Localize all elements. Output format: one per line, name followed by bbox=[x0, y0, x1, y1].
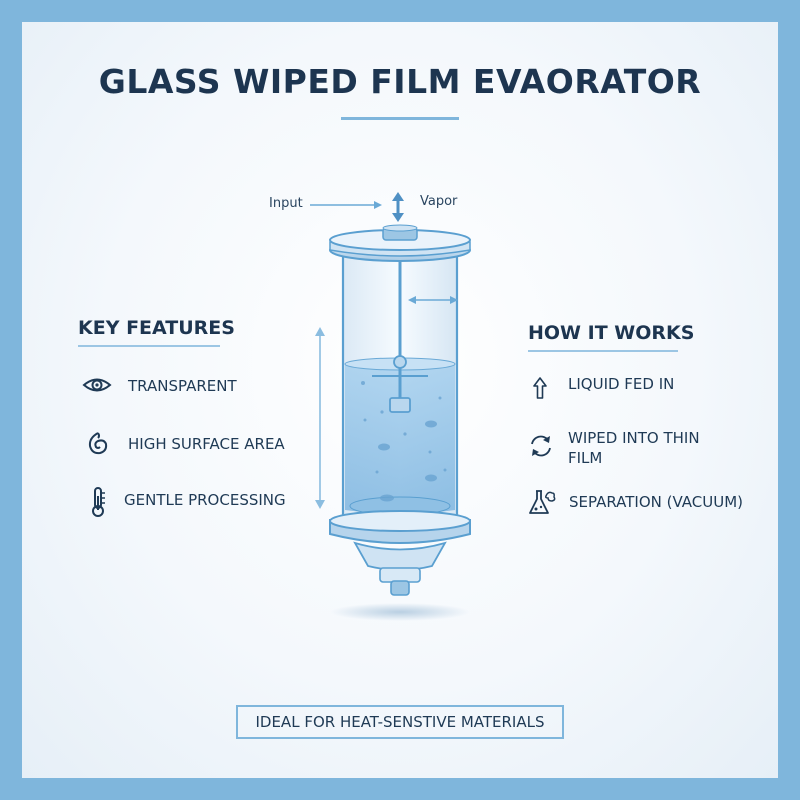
step-wiped-line1: WIPED INTO THIN bbox=[568, 429, 700, 447]
title-underline bbox=[341, 117, 459, 120]
step-separation-vacuum: SEPARATION (VACUUM) bbox=[569, 493, 744, 511]
feature-gentle-processing: GENTLE PROCESSING bbox=[124, 491, 286, 509]
wiper-hub bbox=[393, 355, 407, 369]
step-liquid-fed-in: LIQUID FED IN bbox=[568, 375, 675, 393]
thermometer-icon bbox=[89, 486, 107, 522]
input-arrow bbox=[310, 201, 382, 209]
footer-note-box: IDEAL FOR HEAT-SENSTIVE MATERIALS bbox=[236, 705, 564, 739]
key-features-rule bbox=[78, 345, 220, 347]
feature-transparent: TRANSPARENT bbox=[128, 377, 237, 395]
feature-high-surface-area: HIGH SURFACE AREA bbox=[128, 435, 285, 453]
how-it-works-heading: HOW IT WORKS bbox=[528, 322, 695, 344]
wiper-blade bbox=[389, 397, 411, 413]
floor-shadow bbox=[330, 603, 470, 621]
how-it-works-rule bbox=[528, 350, 678, 352]
height-arrow bbox=[315, 327, 325, 509]
rotation-arrow bbox=[408, 296, 458, 304]
step-wiped-into-thin-film: WIPED INTO THIN FILM bbox=[568, 428, 700, 468]
vapor-arrow bbox=[392, 192, 404, 222]
swirl-icon bbox=[86, 430, 110, 460]
vapor-label: Vapor bbox=[420, 194, 458, 209]
bottom-base bbox=[329, 510, 471, 596]
liquid-bubbles bbox=[361, 381, 447, 502]
flask-icon bbox=[527, 487, 557, 521]
eye-icon bbox=[82, 374, 112, 400]
step-wiped-line2: FILM bbox=[568, 449, 603, 467]
top-cap bbox=[329, 224, 471, 262]
input-label: Input bbox=[269, 196, 303, 211]
key-features-heading: KEY FEATURES bbox=[78, 317, 235, 339]
footer-note: IDEAL FOR HEAT-SENSTIVE MATERIALS bbox=[255, 713, 545, 731]
cycle-arrows-icon bbox=[527, 432, 555, 464]
arrow-up-icon bbox=[532, 376, 548, 404]
page-title: GLASS WIPED FILM EVAORATOR bbox=[98, 62, 702, 101]
